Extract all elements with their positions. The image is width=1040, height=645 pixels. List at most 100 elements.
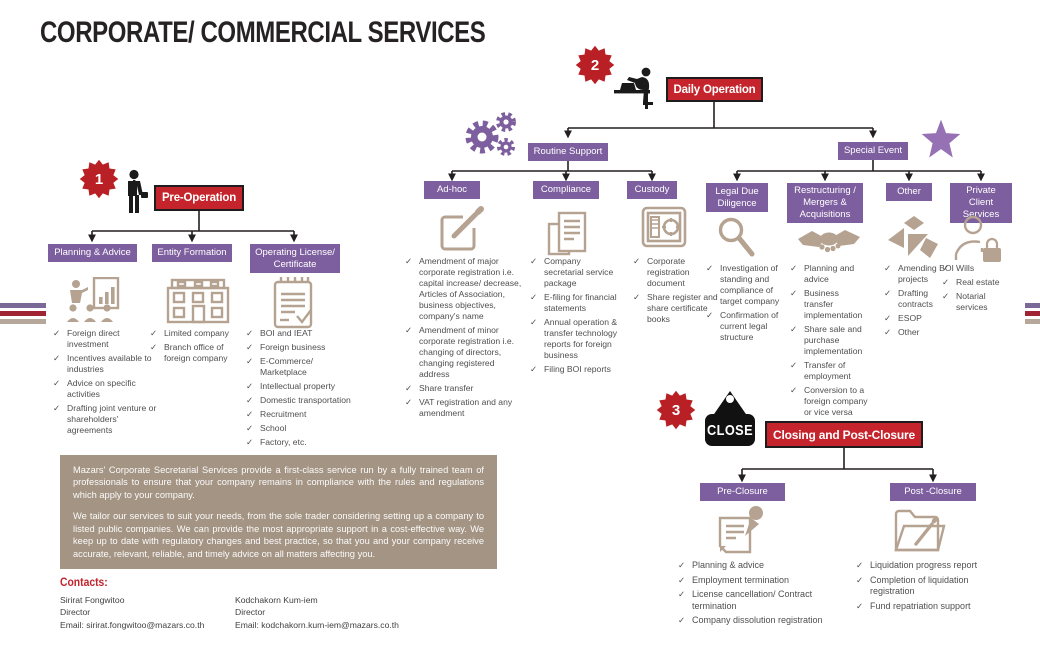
contact-card-1: Sirirat Fongwitoo Director Email: sirira…	[60, 594, 204, 631]
contact-role: Director	[60, 607, 91, 618]
star-icon	[921, 119, 961, 158]
pinned-note-icon	[718, 506, 763, 554]
check-item: Business transfer implementation	[790, 288, 870, 321]
left-stripe-tan	[0, 319, 46, 324]
check-item: Notarial services	[942, 291, 1012, 313]
license-checklist-icon	[273, 277, 313, 329]
gears-icon	[465, 112, 516, 156]
check-item: Real estate	[942, 277, 1012, 288]
check-item: Branch office of foreign company	[150, 342, 246, 364]
close-sign-text: CLOSE	[706, 421, 754, 439]
building-icon	[166, 278, 230, 324]
right-stripe-tan	[1025, 319, 1040, 324]
step-badge-1: 1	[78, 158, 120, 200]
check-item: Drafting contracts	[884, 288, 956, 310]
check-item: Other	[884, 327, 956, 338]
pencil-edit-icon	[440, 206, 484, 251]
check-item: Filing BOI reports	[530, 364, 622, 375]
magnifier-icon	[718, 217, 755, 257]
step-number: 1	[94, 170, 104, 188]
safe-icon	[641, 206, 687, 248]
routine-support-label: Routine Support	[528, 143, 608, 161]
contact-name: Kodchakorn Kum-iem	[235, 595, 318, 605]
presentation-people-icon	[67, 277, 120, 322]
check-item: Corporate registration document	[633, 256, 719, 289]
pre-operation-header: Pre-Operation	[154, 185, 244, 211]
contact-email-link[interactable]: Email: kodchakorn.kum-iem@mazars.co.th	[235, 619, 399, 630]
check-item: Drafting joint venture or shareholders' …	[53, 403, 159, 436]
check-item: Amendment of major corporate registratio…	[405, 256, 525, 322]
check-item: Employment termination	[678, 575, 826, 587]
check-item: Planning and advice	[790, 263, 870, 285]
compliance-label: Compliance	[533, 181, 599, 199]
check-item: Completion of liquidation registration	[856, 575, 1001, 598]
hanging-sign-icon	[705, 391, 755, 446]
step-badge-2: 2	[574, 44, 616, 86]
check-item: ESOP	[884, 313, 956, 324]
check-item: Share sale and purchase implementation	[790, 324, 870, 357]
contact-card-2: Kodchakorn Kum-iem Director Email: kodch…	[235, 594, 399, 631]
check-item: Transfer of employment	[790, 360, 870, 382]
check-item: License cancellation/ Contract terminati…	[678, 589, 826, 612]
check-item: BOI and IEAT	[246, 328, 354, 339]
planning-advice-list: Foreign direct investmentIncentives avai…	[53, 328, 159, 439]
check-item: Share register and share certificate boo…	[633, 292, 719, 325]
check-item: Recruitment	[246, 409, 354, 420]
check-item: Domestic transportation	[246, 395, 354, 406]
handshake-icon	[798, 230, 860, 253]
check-item: Share transfer	[405, 383, 525, 394]
other-list: Amending BOI projectsDrafting contractsE…	[884, 263, 956, 341]
planning-advice-label: Planning & Advice	[48, 244, 137, 262]
businessman-icon	[128, 169, 148, 213]
about-box: Mazars' Corporate Secretarial Services p…	[60, 455, 497, 570]
contacts-heading: Contacts:	[60, 577, 108, 589]
person-at-desk-icon	[614, 67, 653, 109]
daily-operation-header: Daily Operation	[666, 77, 763, 102]
seal-icon	[575, 45, 615, 85]
custody-list: Corporate registration documentShare reg…	[633, 256, 719, 328]
right-stripe-purple	[1025, 303, 1040, 308]
check-item: E-Commerce/ Marketplace	[246, 356, 354, 378]
special-event-label: Special Event	[838, 142, 908, 160]
left-stripe-purple	[0, 303, 46, 308]
post-closure-list: Liquidation progress reportCompletion of…	[856, 560, 1001, 615]
contact-name: Sirirat Fongwitoo	[60, 595, 125, 605]
operating-license-label: Operating License/ Certificate	[250, 244, 340, 273]
compliance-list: Company secretarial service packageE-fil…	[530, 256, 622, 378]
check-item: Limited company	[150, 328, 246, 339]
check-item: Foreign business	[246, 342, 354, 353]
check-item: Wills	[942, 263, 1012, 274]
right-stripe-red	[1025, 311, 1040, 316]
check-item: E-filing for financial statements	[530, 292, 622, 314]
closing-header: Closing and Post-Closure	[765, 421, 923, 448]
seal-icon	[79, 159, 119, 199]
step-badge-3: 3	[655, 389, 697, 431]
custody-label: Custody	[627, 181, 677, 199]
restructuring-label: Restructuring / Mergers & Acquisitions	[787, 183, 863, 223]
documents-icon	[547, 211, 587, 256]
ad-hoc-label: Ad-hoc	[424, 181, 480, 199]
check-item: Conversion to a foreign company or vice …	[790, 385, 870, 418]
left-stripe-red	[0, 311, 46, 316]
check-item: Company secretarial service package	[530, 256, 622, 289]
contact-email-link[interactable]: Email: sirirat.fongwitoo@mazars.co.th	[60, 619, 205, 630]
check-item: Investigation of standing and compliance…	[706, 263, 788, 307]
check-item: Intellectual property	[246, 381, 354, 392]
check-item: Incentives available to industries	[53, 353, 159, 375]
about-paragraph-1: Mazars' Corporate Secretarial Services p…	[73, 465, 484, 500]
step-number: 2	[590, 56, 600, 74]
check-item: School	[246, 423, 354, 434]
entity-formation-list: Limited companyBranch office of foreign …	[150, 328, 246, 367]
person-lock-icon	[954, 215, 1001, 262]
check-item: Factory, etc.	[246, 437, 354, 448]
step-number: 3	[671, 401, 681, 419]
close-sign-icon: CLOSE	[697, 387, 763, 453]
pre-closure-label: Pre-Closure	[700, 483, 785, 501]
check-item: Annual operation & transfer technology r…	[530, 317, 622, 361]
legal-due-diligence-list: Investigation of standing and compliance…	[706, 263, 788, 346]
check-item: Advice on specific activities	[53, 378, 159, 400]
ad-hoc-list: Amendment of major corporate registratio…	[405, 256, 525, 422]
legal-due-diligence-label: Legal Due Diligence	[706, 183, 768, 212]
seal-icon	[656, 390, 696, 430]
